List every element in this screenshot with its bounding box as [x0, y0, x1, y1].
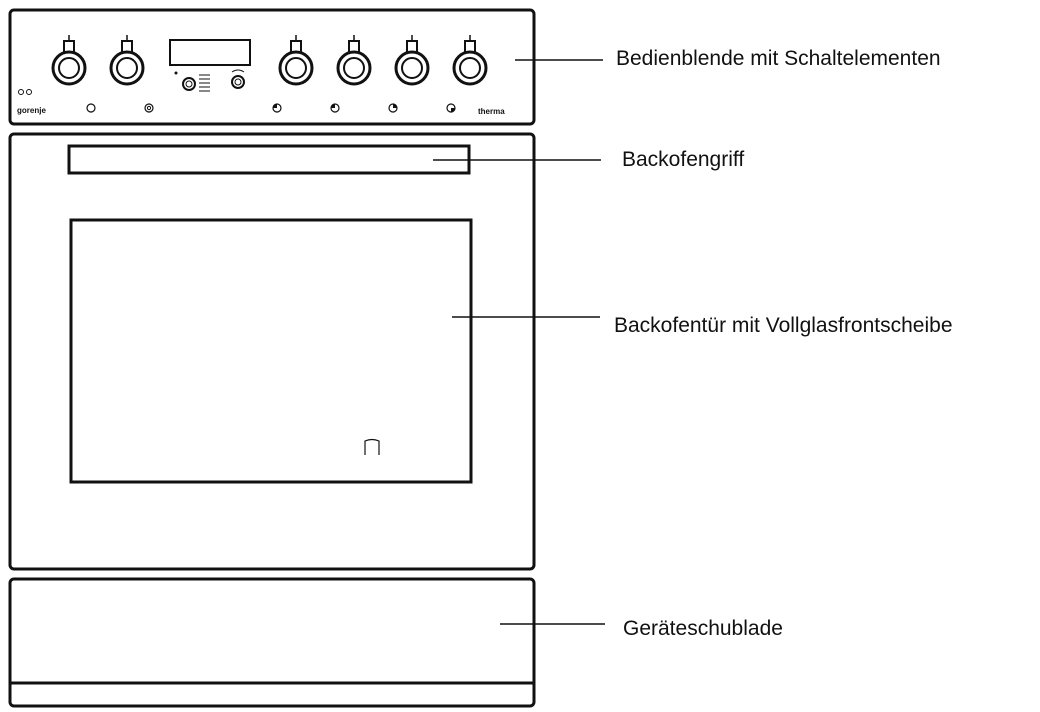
control-knob-6[interactable] — [452, 35, 488, 86]
hob-zone-2-icon — [330, 103, 340, 113]
storage-drawer[interactable] — [8, 577, 536, 708]
hob-zone-4-icon — [446, 103, 456, 113]
symbol-oven-icon — [144, 103, 154, 113]
timer-selector[interactable] — [174, 71, 211, 92]
oven-glass-window — [69, 218, 473, 484]
callout-drawer: Geräteschublade — [623, 617, 783, 640]
brand-left: gorenje — [17, 106, 46, 115]
oven-handle[interactable] — [67, 144, 471, 175]
symbol-off-icon — [86, 103, 96, 113]
timer-knob[interactable] — [231, 69, 245, 89]
control-panel: gorenje therma — [8, 8, 536, 126]
callout-control-panel: Bedienblende mit Schaltelementen — [616, 47, 941, 70]
door-latch-icon — [364, 438, 380, 455]
control-knob-2[interactable] — [109, 35, 145, 86]
control-knob-5[interactable] — [394, 35, 430, 86]
callout-oven-door: Backofentür mit Vollglasfrontscheibe — [614, 314, 953, 337]
hob-zone-3-icon — [388, 103, 398, 113]
clock-display — [169, 39, 251, 66]
callout-oven-handle: Backofengriff — [622, 148, 745, 171]
indicator-light-2 — [26, 89, 32, 95]
control-knob-1[interactable] — [51, 35, 87, 86]
control-knob-4[interactable] — [336, 35, 372, 86]
oven-door[interactable] — [8, 132, 536, 571]
brand-right: therma — [478, 107, 505, 116]
hob-zone-1-icon — [272, 103, 282, 113]
control-knob-3[interactable] — [278, 35, 314, 86]
indicator-light-1 — [18, 89, 24, 95]
